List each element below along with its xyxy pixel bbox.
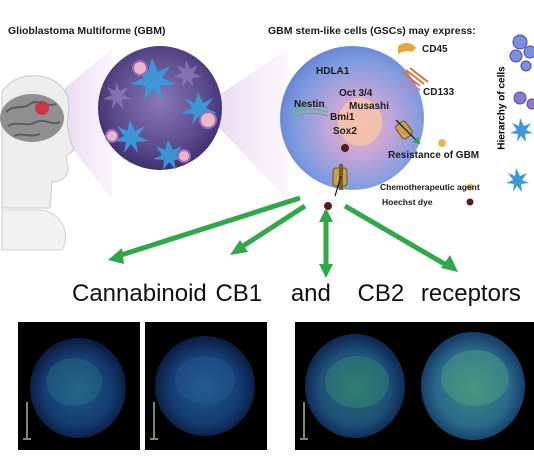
scale-bar [300, 402, 308, 440]
gbm-title: Glioblastoma Multiforme (GBM) [8, 25, 166, 37]
scale-bar [23, 402, 31, 440]
marker-cd45: CD45 [422, 44, 448, 55]
marker-nestin: Nestin [294, 99, 325, 110]
spheroid-image-3 [305, 334, 405, 438]
spheroid-image-1 [30, 338, 126, 438]
scale-bar [150, 402, 158, 440]
transporter-icon [324, 42, 474, 210]
green-arrows [108, 195, 458, 278]
microscopy-panel-1 [18, 322, 140, 450]
microscopy-panel-2 [145, 322, 267, 450]
receptor-caption: Cannabinoid CB1 and CB2 receptors [72, 280, 529, 308]
gsc-title: GBM stem-like cells (GSCs) may express: [268, 25, 476, 37]
marker-oct: Oct 3/4 [339, 88, 373, 99]
spheroid-image-2 [155, 336, 255, 436]
microscopy-panel-3 [295, 322, 417, 450]
cell-hierarchy-icon [506, 34, 534, 192]
spheroid-image-4 [421, 332, 525, 440]
marker-musashi: Musashi [349, 101, 390, 112]
hierarchy-label: Hierarchy of cells [496, 66, 508, 150]
receptor-cb1: Cannabinoid CB1 [72, 280, 263, 307]
chemo-label: Chemotherapeutic agent [380, 182, 480, 192]
microscopy-panel-4 [415, 322, 534, 450]
marker-hdla1: HDLA1 [316, 66, 350, 77]
projection-cones [42, 48, 288, 200]
stem-cell-icon [280, 46, 429, 190]
marker-sox2: Sox2 [333, 126, 357, 137]
marker-bmi1: Bmi1 [330, 112, 355, 123]
receptor-receptors: receptors [420, 280, 521, 307]
marker-cd133: CD133 [423, 87, 455, 98]
receptor-cb2: CB2 [357, 280, 405, 307]
brain-icon [0, 94, 64, 142]
tumor-sphere-icon [98, 46, 222, 170]
resistance-label: Resistance of GBM [388, 150, 480, 161]
receptor-and: and [290, 280, 331, 307]
hoechst-label: Hoechst dye [382, 197, 433, 207]
